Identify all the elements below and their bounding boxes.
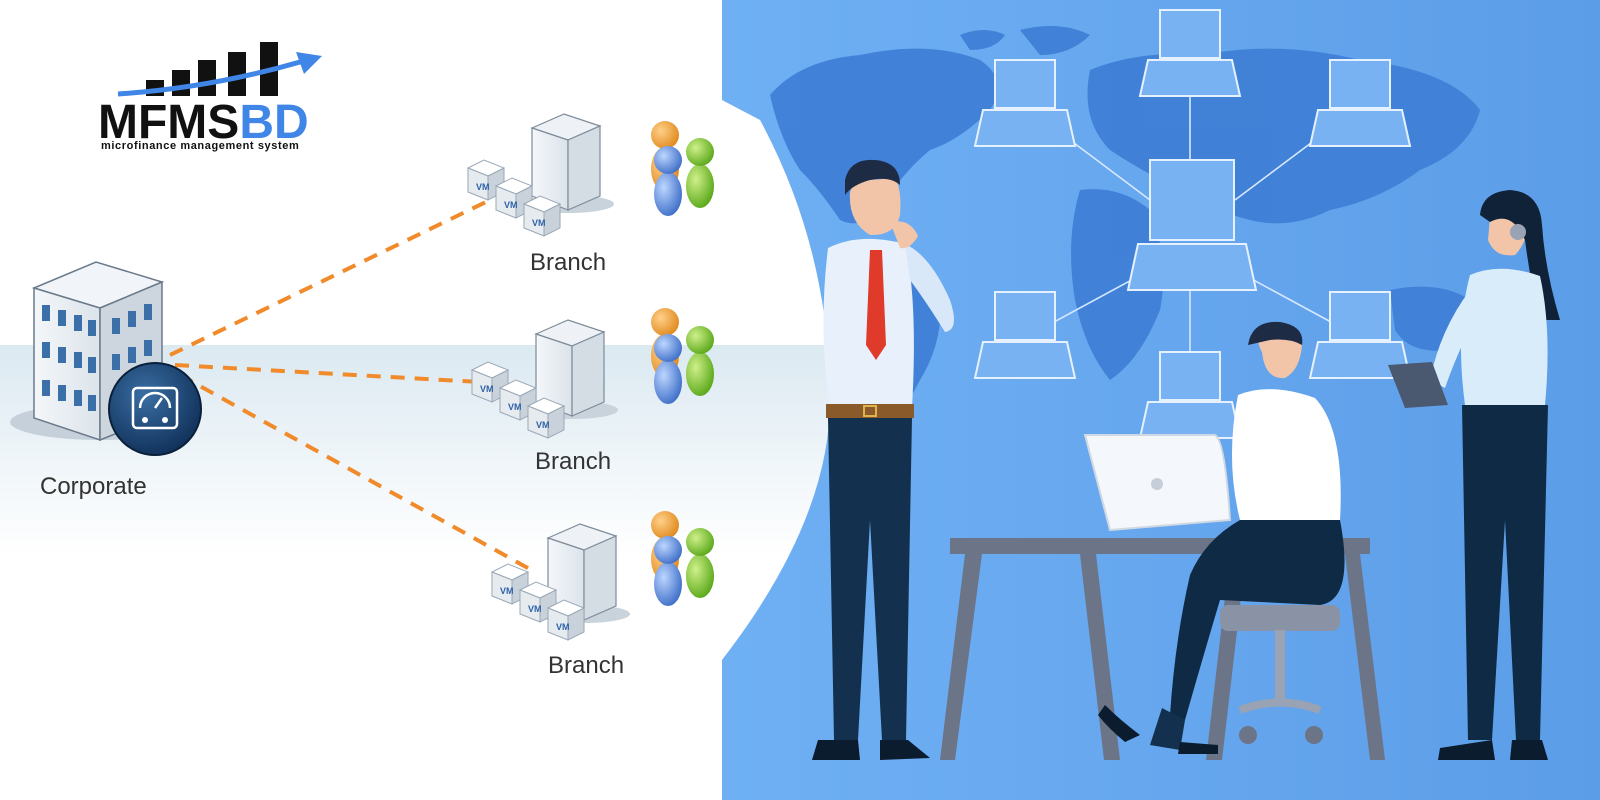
branch-label: Branch xyxy=(548,652,624,679)
laptop-icon xyxy=(973,9,1412,439)
mfmsbd-logo: MFMSBD microfinance management system xyxy=(98,42,322,152)
branch-label: Branch xyxy=(530,249,606,276)
svg-text:VM: VM xyxy=(500,586,514,596)
vm-server-icon: VM VM VM xyxy=(491,563,585,641)
dashboard-gauge-icon xyxy=(108,362,202,456)
woman-standing-figure xyxy=(1388,190,1560,760)
network-links xyxy=(169,198,536,574)
svg-text:VM: VM xyxy=(476,182,490,192)
right-illustration-panel xyxy=(722,0,1600,800)
branch-node: VM VM VM Branch xyxy=(467,113,714,276)
corporate-label: Corporate xyxy=(40,473,147,500)
corporate-node: Corporate xyxy=(10,261,202,500)
link-corporate-branch-3 xyxy=(179,373,536,574)
corporate-building-icon xyxy=(10,261,190,442)
svg-text:VM: VM xyxy=(508,402,522,412)
vm-server-icon: VM VM VM xyxy=(471,361,565,439)
svg-text:VM: VM xyxy=(536,420,550,430)
svg-text:VM: VM xyxy=(504,200,518,210)
logo-tagline: microfinance management system xyxy=(101,140,299,152)
link-corporate-branch-1 xyxy=(169,198,491,357)
growth-arrow-icon xyxy=(117,52,322,97)
svg-text:VM: VM xyxy=(480,384,494,394)
branch-label: Branch xyxy=(535,448,611,475)
svg-text:VM: VM xyxy=(528,604,542,614)
svg-text:VM: VM xyxy=(532,218,546,228)
logo-wordmark: MFMSBD xyxy=(98,96,309,149)
branch-node: VM VM VM Branch xyxy=(491,511,714,679)
desk-scene xyxy=(940,321,1385,760)
vm-server-icon: VM VM VM xyxy=(467,159,561,237)
branch-node: VM VM VM Branch xyxy=(471,308,714,475)
svg-text:VM: VM xyxy=(556,622,570,632)
man-standing-figure xyxy=(812,159,954,760)
link-corporate-branch-2 xyxy=(174,363,481,384)
